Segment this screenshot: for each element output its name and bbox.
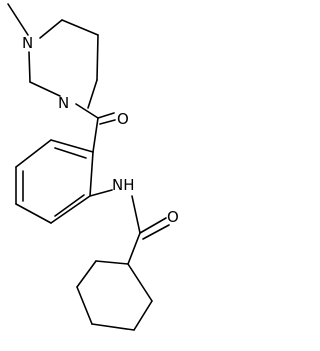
bond-cyclohexane-5: [133, 300, 153, 331]
bond-amide-cyclohexane: [127, 232, 141, 265]
bond-benzene-inner-3: [54, 194, 85, 217]
atom-n-methyl: N: [22, 34, 33, 52]
atom-o-ketone: O: [117, 110, 129, 128]
bond-piperazine-3: [96, 34, 99, 81]
bond-ketone-double-1: [97, 112, 115, 119]
bond-benzene-inner-1: [54, 147, 87, 159]
bond-cyclohexane-6: [127, 263, 153, 302]
bond-piperazine-2: [61, 19, 99, 36]
bond-benzene-1: [50, 139, 94, 153]
bond-n-carbonyl: [75, 103, 99, 119]
bond-piperazine-5: [29, 81, 61, 97]
bond-cyclohexane-2: [76, 260, 97, 288]
bond-carbonyl-ring: [92, 117, 99, 153]
bond-piperazine-1: [39, 19, 63, 39]
bond-nh-amide: [131, 195, 141, 234]
bond-benzene-4: [15, 203, 52, 224]
bond-cyclohexane-1: [95, 260, 129, 265]
bond-cyclohexane-4: [91, 323, 135, 331]
atom-n-piperazine: N: [58, 94, 69, 112]
molecule-diagram: N N O NH O: [7, 3, 179, 331]
bond-benzene-2: [15, 139, 52, 168]
bond-piperazine-6: [28, 51, 31, 83]
atom-nh-amide: NH: [112, 176, 135, 194]
bond-benzene-6: [89, 151, 94, 197]
structure-canvas: N N O NH O: [7, 3, 179, 331]
bond-cyclohexane-3: [76, 286, 93, 325]
bond-ketone-double-2: [99, 119, 116, 125]
bond-amide-double-2: [142, 224, 170, 240]
bond-benzene-5: [50, 195, 91, 224]
bond-ring-nh: [89, 189, 113, 197]
bond-methyl-n: [7, 3, 29, 36]
bond-piperazine-4: [87, 79, 98, 109]
atom-o-amide: O: [167, 208, 179, 226]
bond-amide-double-1: [139, 217, 167, 234]
